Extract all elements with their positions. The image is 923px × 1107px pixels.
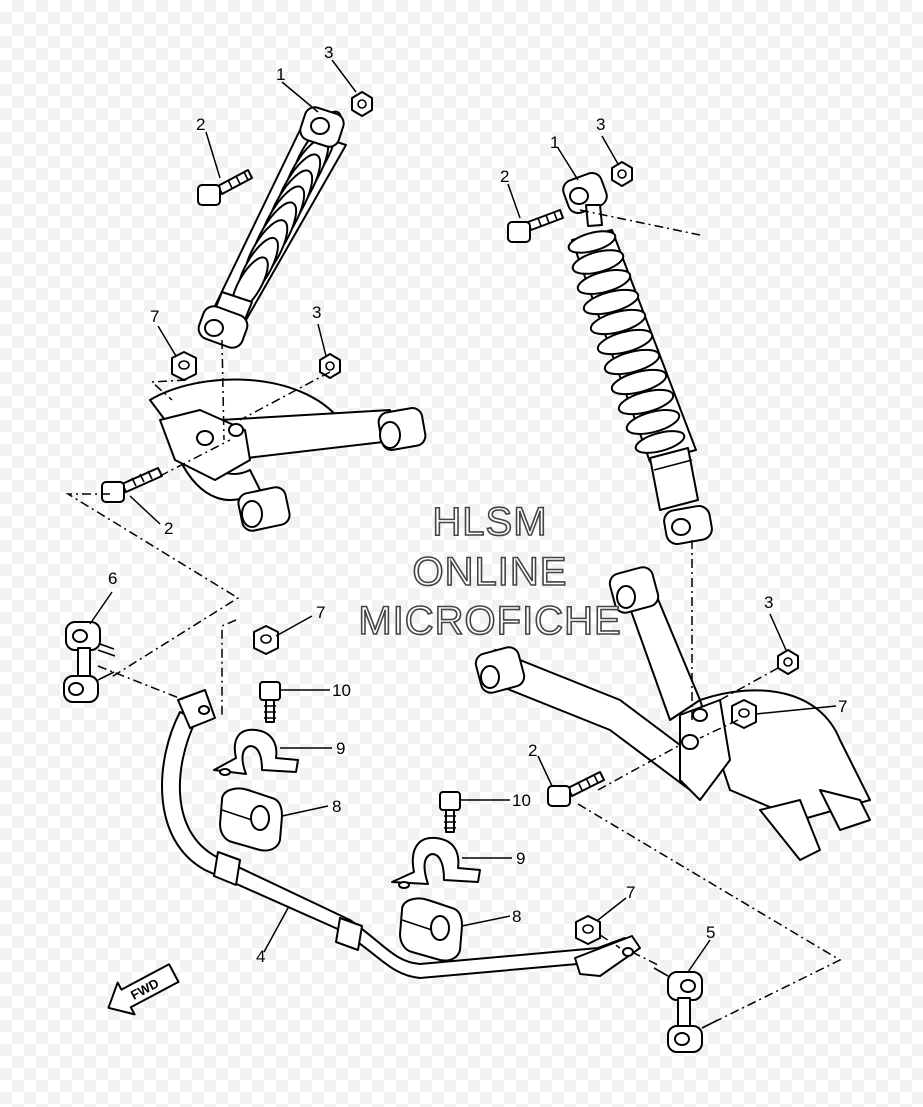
- bolt-10-right: [439, 791, 461, 833]
- nut-7-left: [171, 351, 197, 381]
- callout-5: 5: [706, 923, 715, 942]
- callout-1: 1: [550, 133, 559, 152]
- left-shock-absorber: [197, 106, 347, 349]
- nut-3-left-upper: [351, 91, 373, 117]
- fwd-arrow-icon: FWD: [107, 963, 180, 1016]
- callout-1: 1: [276, 65, 285, 84]
- callout-7: 7: [838, 697, 847, 716]
- callout-2: 2: [164, 519, 173, 538]
- watermark-line-3: MICROFICHE: [358, 599, 622, 643]
- bolt-10-left: [259, 681, 281, 723]
- bushing-right: [399, 897, 463, 962]
- callout-7: 7: [316, 603, 325, 622]
- stabilizer-holder-left: [213, 728, 299, 776]
- bushing-left: [219, 787, 283, 852]
- stabilizer-joint-right: [653, 967, 719, 1053]
- nut-3-right-upper: [611, 161, 633, 187]
- callout-4: 4: [256, 947, 265, 966]
- callout-3: 3: [596, 115, 605, 134]
- nut-7-bottom: [575, 915, 601, 945]
- left-suspension-arm: [149, 378, 427, 532]
- callout-7: 7: [626, 883, 635, 902]
- nut-3-left-lower: [319, 353, 341, 379]
- bolt-2-left-lower: [101, 467, 163, 503]
- leader-lines: [89, 59, 837, 973]
- callout-8: 8: [512, 907, 521, 926]
- bolt-2-left-upper: [197, 169, 253, 206]
- assembly-lines: [65, 209, 842, 1029]
- stabilizer-bar: [161, 689, 641, 979]
- callout-2: 2: [528, 741, 537, 760]
- right-shock-absorber: [562, 172, 713, 545]
- callout-2: 2: [500, 167, 509, 186]
- watermark-line-2: ONLINE: [412, 550, 568, 594]
- callout-3: 3: [764, 593, 773, 612]
- callout-10: 10: [332, 681, 351, 700]
- callout-3: 3: [324, 43, 333, 62]
- callout-9: 9: [516, 849, 525, 868]
- callout-7: 7: [150, 307, 159, 326]
- callout-10: 10: [512, 791, 531, 810]
- stabilizer-holder-right: [391, 836, 481, 889]
- callout-6: 6: [108, 569, 117, 588]
- bolt-2-right-lower: [547, 771, 605, 807]
- callout-8: 8: [332, 797, 341, 816]
- stabilizer-joint-left: [63, 621, 116, 703]
- nut-7-right: [731, 699, 757, 729]
- nut-7-center: [253, 625, 279, 655]
- callout-numbers: 1 3 2 7 3 2 3 1 2 3 7 2 6 7 10 9 8 10 9 …: [108, 43, 847, 966]
- watermark-line-1: HLSM: [432, 500, 548, 544]
- callout-9: 9: [336, 739, 345, 758]
- callout-2: 2: [196, 115, 205, 134]
- bolt-2-right-upper: [507, 209, 564, 243]
- callout-3: 3: [312, 303, 321, 322]
- nut-3-right-lower: [777, 649, 799, 675]
